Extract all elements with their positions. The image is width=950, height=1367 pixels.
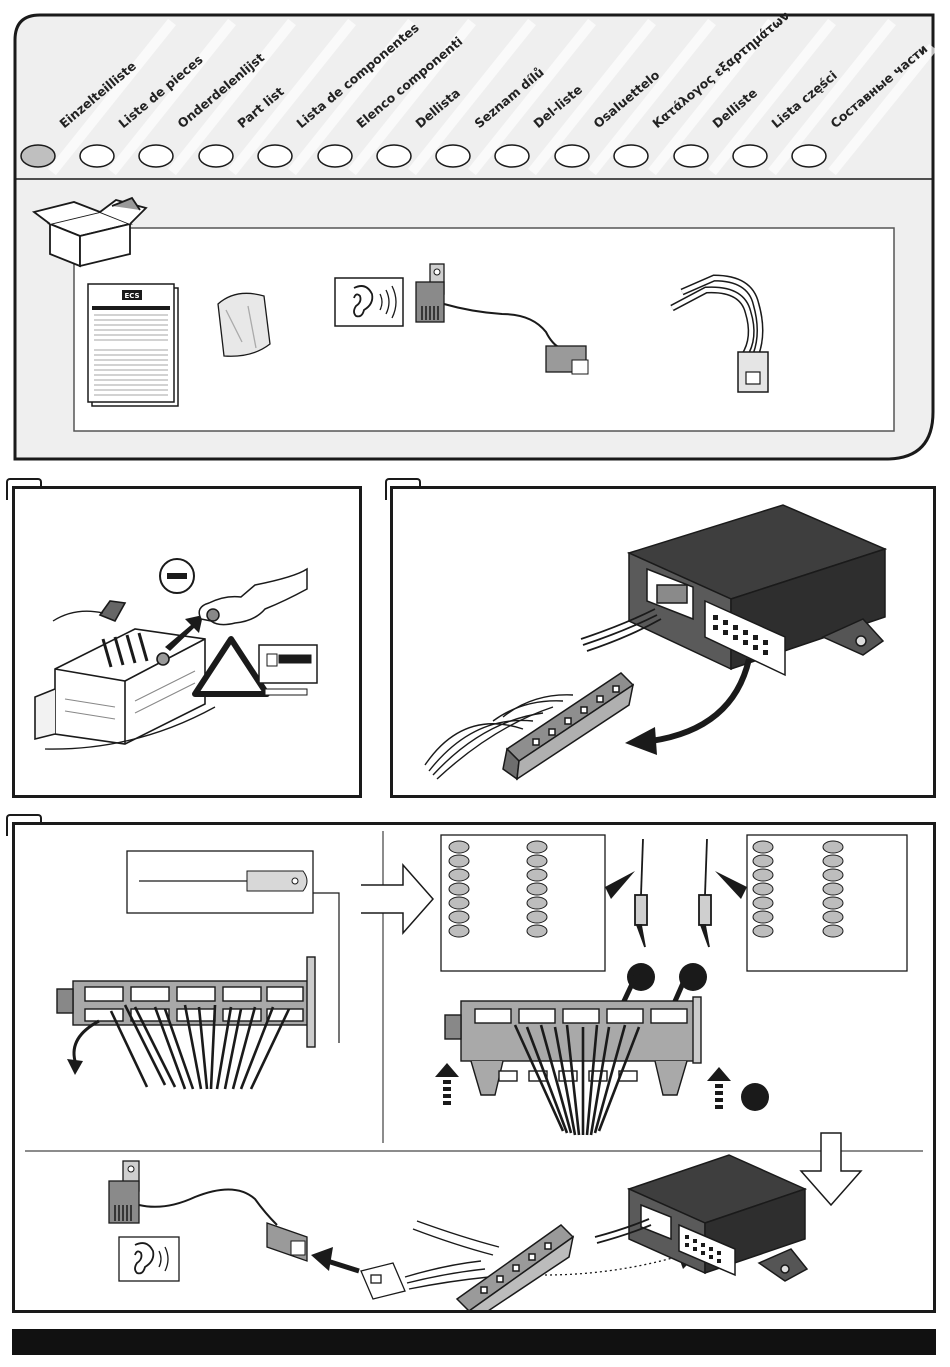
accessory-bag-icon	[218, 293, 270, 356]
manual-reference-icon	[259, 645, 317, 695]
module-unplug-illustration	[393, 489, 933, 795]
parts-list-panel: ECS	[12, 12, 936, 462]
step-marker-dot	[741, 1083, 769, 1111]
svg-text:ECS: ECS	[124, 292, 139, 300]
step-3-panel	[12, 822, 936, 1313]
ear-sound-icon	[335, 278, 403, 326]
ear-sound-icon	[119, 1237, 179, 1281]
pin-chart-right	[747, 835, 907, 971]
footer-bar	[12, 1329, 936, 1355]
parts-list-frame: ECS	[12, 12, 936, 462]
wiring-procedure-illustration	[15, 825, 933, 1310]
pin-chart-left	[441, 835, 605, 971]
instruction-manual-icon: ECS	[88, 284, 178, 406]
battery-disconnect-illustration	[15, 489, 359, 795]
step-2-panel	[390, 486, 936, 798]
step-1-panel	[12, 486, 362, 798]
negative-terminal-icon	[160, 559, 194, 593]
